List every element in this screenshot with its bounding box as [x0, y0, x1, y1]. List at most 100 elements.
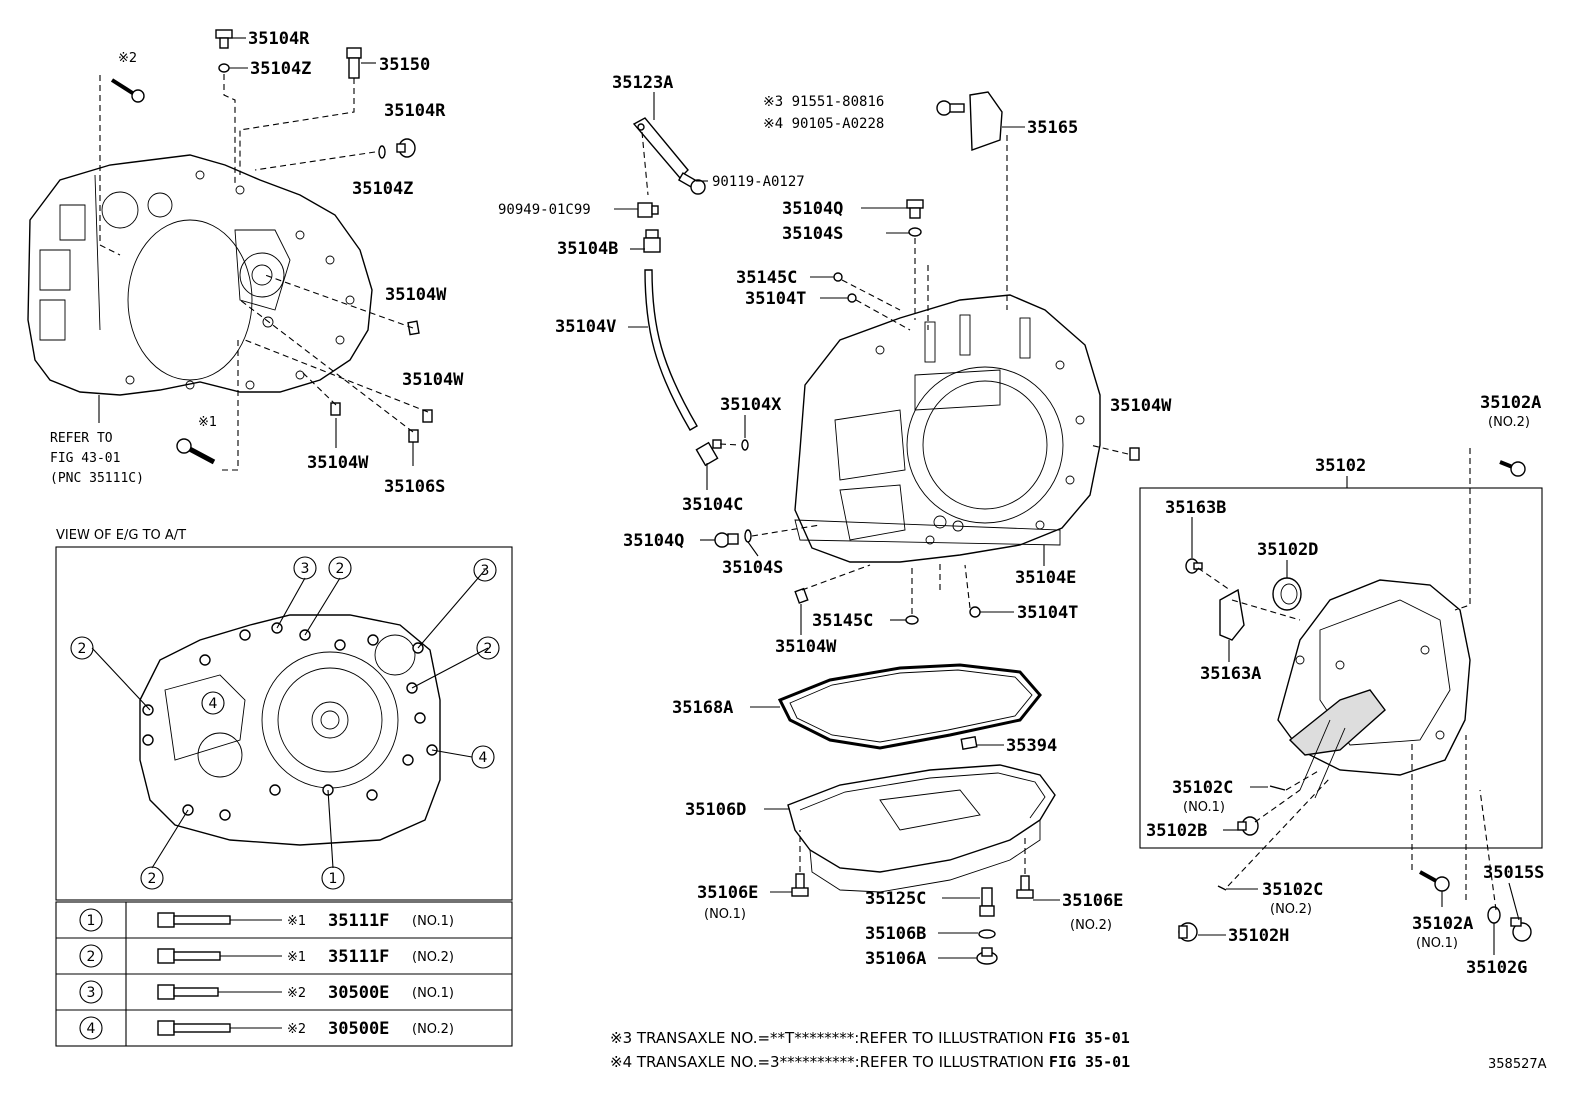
- row-note: (NO.2): [412, 950, 454, 965]
- label-35102C-a: 35102C: [1172, 778, 1233, 798]
- pin-35106S: [408, 429, 419, 443]
- svg-text:2: 2: [148, 871, 157, 887]
- row-mark: ※2: [287, 986, 306, 1001]
- gasket-35104S-a: [908, 227, 922, 237]
- label-35165: 35165: [1027, 118, 1078, 138]
- label-no1-b: (NO.1): [1183, 800, 1225, 815]
- label-35104Q-a: 35104Q: [782, 199, 843, 219]
- pin-35104W-c: [330, 402, 341, 416]
- label-35150: 35150: [379, 55, 430, 75]
- transaxle-housing-drawing: [27, 154, 373, 396]
- label-no1-c: (NO.1): [1416, 936, 1458, 951]
- pin-35104W-b: [422, 409, 433, 423]
- plug-35106A: [976, 947, 998, 965]
- box-35102: [1139, 487, 1543, 849]
- row-number-circle: [79, 944, 103, 968]
- label-35015S: 35015S: [1483, 863, 1544, 883]
- row-part-number: 30500E: [328, 1019, 389, 1039]
- gasket-35104S-b: [744, 529, 752, 543]
- label-35106B: 35106B: [865, 924, 926, 944]
- row-note: (NO.1): [412, 986, 454, 1001]
- label-35102: 35102: [1315, 456, 1366, 476]
- label-35104W-a: 35104W: [385, 285, 447, 305]
- bolt-table: [55, 901, 513, 1047]
- bolt-90119: [677, 172, 706, 195]
- bolt-mark1: [176, 438, 216, 465]
- label-35104Z-a: 35104Z: [250, 59, 311, 79]
- row-mark: ※1: [287, 950, 306, 965]
- label-35106A: 35106A: [865, 949, 926, 969]
- svg-text:2: 2: [336, 561, 345, 577]
- bolt-head-icon: [157, 984, 175, 1000]
- pin-35104W-e: [794, 587, 809, 604]
- label-35106D: 35106D: [685, 800, 746, 820]
- svg-text:2: 2: [484, 641, 493, 657]
- label-35104W-d: 35104W: [1110, 396, 1172, 416]
- label-no2-b: (NO.2): [1488, 415, 1530, 430]
- svg-text:3: 3: [301, 561, 310, 577]
- gasket-35102G: [1487, 906, 1501, 924]
- ref-90105: ※4 90105-A0228: [763, 116, 884, 132]
- label-35102G: 35102G: [1466, 958, 1527, 978]
- plug-35102H: [1178, 922, 1198, 942]
- union-35104C: [695, 439, 722, 467]
- label-35104B: 35104B: [557, 239, 618, 259]
- bolt-head-icon: [157, 912, 175, 928]
- footnote-fig: FIG 35-01: [1049, 1029, 1130, 1047]
- label-90119: 90119-A0127: [712, 174, 805, 190]
- drain-plug-35104Q-a: [906, 199, 924, 219]
- pin-35104W-a: [407, 320, 420, 336]
- row-number-circle: [79, 980, 103, 1004]
- diagram-id: 358527A: [1488, 1057, 1547, 1072]
- label-35104X: 35104X: [720, 395, 782, 415]
- footnote-fig: FIG 35-01: [1049, 1053, 1130, 1071]
- bolt-mark2: [110, 78, 145, 103]
- label-35102D: 35102D: [1257, 540, 1318, 560]
- bolt-35104R-a: [215, 29, 233, 49]
- label-35163A: 35163A: [1200, 664, 1261, 684]
- plug-35104B: [643, 229, 661, 253]
- oil-pan-35106D: [787, 764, 1056, 893]
- bolt-head-icon: [157, 1020, 175, 1036]
- hose-35104V: [644, 269, 698, 431]
- gasket-35104X: [741, 439, 749, 451]
- bolt-shank-icon: [173, 987, 219, 997]
- plug-35102B: [1237, 816, 1259, 836]
- bolt-35165: [936, 100, 965, 116]
- bolt-35163B: [1185, 558, 1203, 574]
- label-35104R-a: 35104R: [248, 29, 310, 49]
- bolt-35106E-a: [791, 873, 809, 897]
- bolt-shank-icon: [173, 915, 231, 925]
- label-35104W-e: 35104W: [775, 637, 837, 657]
- plug-35015S: [1510, 917, 1532, 942]
- view-drawing: [139, 614, 441, 846]
- pin-35102C-b: [1217, 885, 1227, 891]
- bolt-35102A-b: [1419, 870, 1450, 892]
- label-no1-a: (NO.1): [704, 907, 746, 922]
- row-number: 4: [87, 1021, 96, 1037]
- seal-35102D: [1272, 577, 1302, 611]
- svg-text:3: 3: [481, 563, 490, 579]
- footnote: ※3 TRANSAXLE NO.=**T********:REFER TO IL…: [610, 1029, 1130, 1047]
- row-part-number: 35111F: [328, 911, 389, 931]
- clamp-90949: [637, 202, 659, 218]
- bracket-35165: [969, 91, 1003, 151]
- label-35104W-c: 35104W: [307, 453, 369, 473]
- gasket-35106B: [978, 929, 996, 939]
- oring-35145C-a: [833, 272, 843, 282]
- mark-2: ※2: [118, 51, 137, 66]
- label-35145C-a: 35145C: [736, 268, 797, 288]
- oring-35104T-a: [847, 293, 857, 303]
- row-number: 2: [87, 949, 96, 965]
- label-35168A: 35168A: [672, 698, 733, 718]
- footnote: ※4 TRANSAXLE NO.=3**********:REFER TO IL…: [610, 1053, 1130, 1071]
- mark-1: ※1: [198, 415, 217, 430]
- label-35123A: 35123A: [612, 73, 673, 93]
- view-box: [55, 546, 513, 901]
- row-mark: ※2: [287, 1022, 306, 1037]
- label-no2-c: (NO.2): [1270, 902, 1312, 917]
- transaxle-case-drawing: [794, 294, 1101, 563]
